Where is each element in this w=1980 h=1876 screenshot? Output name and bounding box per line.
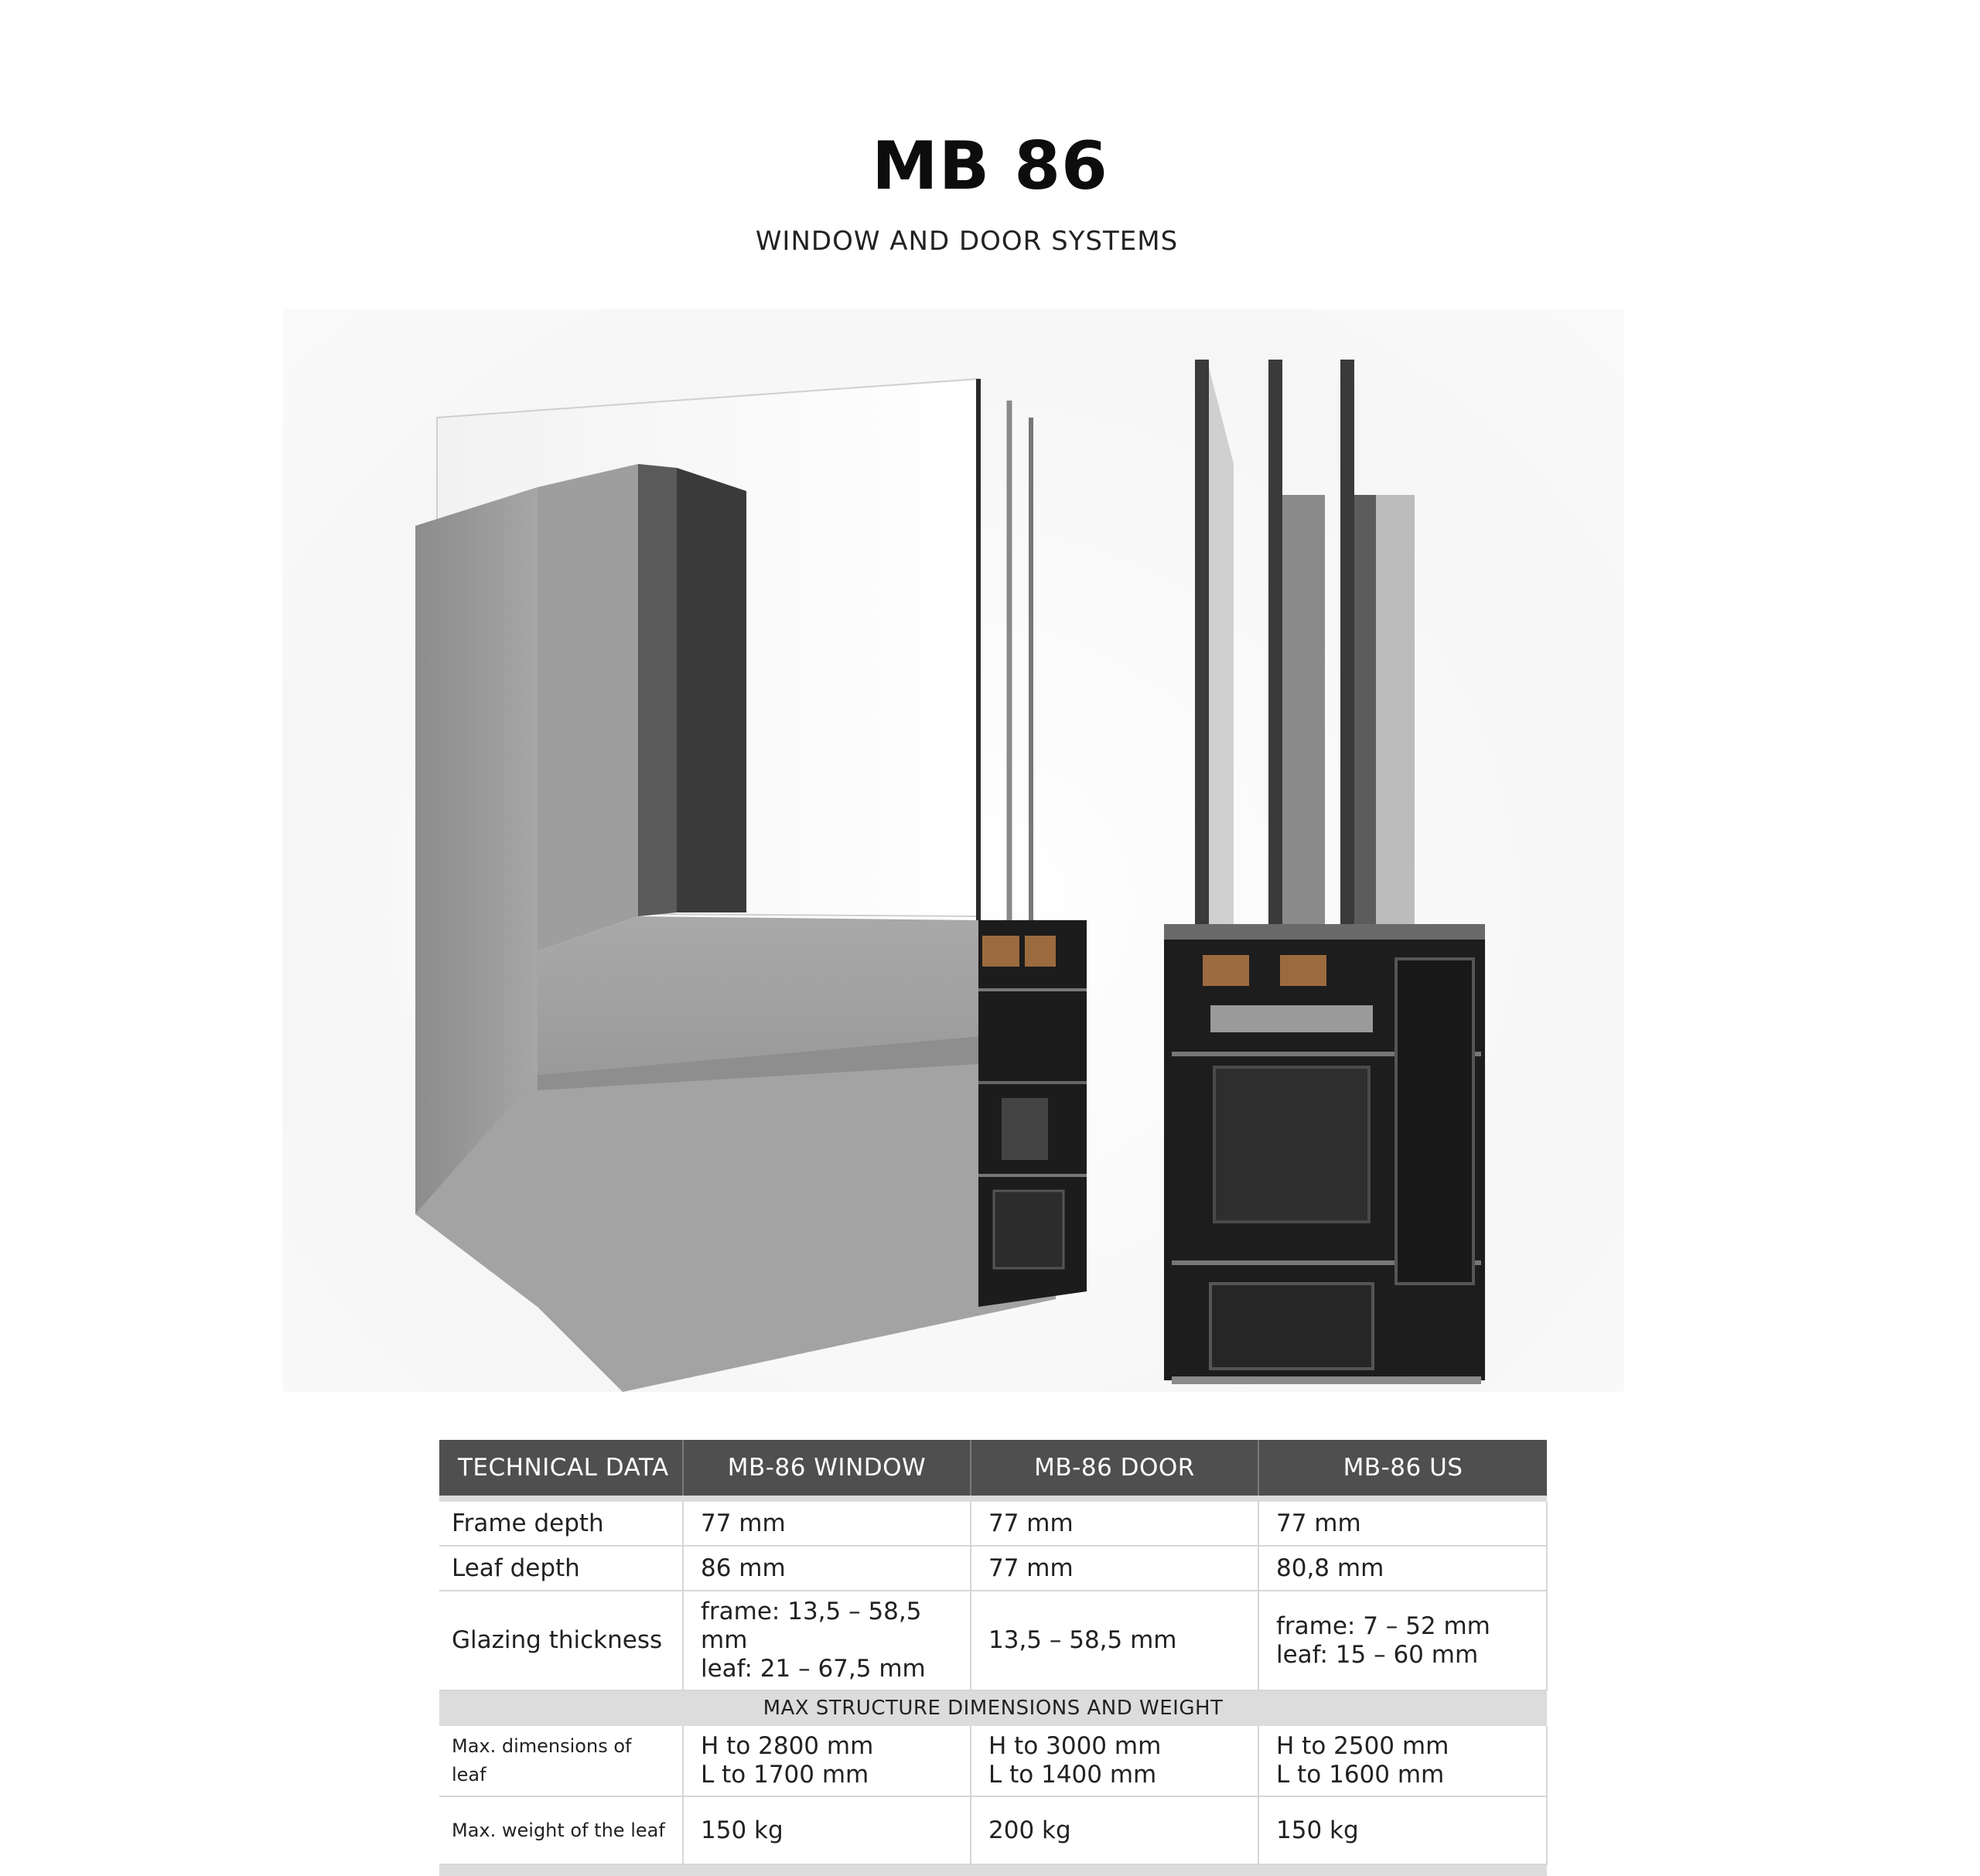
cell-us: 80,8 mm <box>1258 1546 1548 1591</box>
cell-door: H to 3000 mm L to 1400 mm <box>971 1726 1259 1797</box>
section-title: MAX STRUCTURE DIMENSIONS AND WEIGHT <box>439 1690 1547 1726</box>
cell-window: 150 kg <box>683 1796 971 1865</box>
header-technical-data: TECHNICAL DATA <box>439 1440 684 1496</box>
cell-us: 150 kg <box>1258 1796 1548 1865</box>
cell-line: leaf: 15 – 60 mm <box>1276 1640 1479 1669</box>
cell-window: 86 mm <box>683 1546 971 1591</box>
cell-door: 77 mm <box>971 1502 1259 1547</box>
technical-data-table: TECHNICAL DATA MB-86 WINDOW MB-86 DOOR M… <box>439 1440 1548 1876</box>
cell-door: 200 kg <box>971 1796 1259 1865</box>
table-row: Glazing thickness frame: 13,5 – 58,5 mm … <box>439 1591 1548 1691</box>
cell-line: H to 2800 mm <box>701 1732 874 1760</box>
row-label: Max. weight of the leaf <box>439 1796 684 1865</box>
page-subtitle: WINDOW AND DOOR SYSTEMS <box>755 226 1179 257</box>
window-corner-render <box>415 377 1087 1392</box>
header-mb86-window: MB-86 WINDOW <box>683 1440 971 1496</box>
table-row: Leaf depth 86 mm 77 mm 80,8 mm <box>439 1546 1548 1591</box>
header-mb86-us: MB-86 US <box>1258 1440 1547 1496</box>
row-label: Frame depth <box>439 1502 684 1547</box>
cell-line: L to 1400 mm <box>988 1761 1157 1789</box>
cell-line: frame: 13,5 – 58,5 mm <box>701 1598 922 1654</box>
cell-window: H to 2800 mm L to 1700 mm <box>683 1726 971 1797</box>
section-row: MAX STRUCTURE DIMENSIONS AND WEIGHT <box>439 1690 1547 1726</box>
table-row: Max. weight of the leaf 150 kg 200 kg 15… <box>439 1796 1548 1865</box>
cell-door: 13,5 – 58,5 mm <box>971 1591 1259 1691</box>
table-row: Frame depth 77 mm 77 mm 77 mm <box>439 1502 1548 1547</box>
row-label: Leaf depth <box>439 1546 684 1591</box>
cell-line: leaf: 21 – 67,5 mm <box>701 1655 926 1683</box>
cell-line: L to 1600 mm <box>1276 1761 1445 1789</box>
row-label: Glazing thickness <box>439 1591 684 1691</box>
cell-window: 77 mm <box>683 1502 971 1547</box>
cell-line: H to 2500 mm <box>1276 1732 1449 1760</box>
product-render-illustration <box>415 360 1485 1392</box>
cell-us: 77 mm <box>1258 1502 1548 1547</box>
cross-section-render <box>1164 360 1485 1384</box>
cell-door: 77 mm <box>971 1546 1259 1591</box>
page-title: MB 86 <box>872 128 1108 205</box>
row-label: Max. dimensions of leaf <box>439 1726 684 1797</box>
cell-us: frame: 7 – 52 mm leaf: 15 – 60 mm <box>1258 1591 1548 1691</box>
table-row: Max. dimensions of leaf H to 2800 mm L t… <box>439 1726 1548 1797</box>
header-mb86-door: MB-86 DOOR <box>971 1440 1259 1496</box>
cell-line: L to 1700 mm <box>701 1761 869 1789</box>
cell-window: frame: 13,5 – 58,5 mm leaf: 21 – 67,5 mm <box>683 1591 971 1691</box>
cell-us: H to 2500 mm L to 1600 mm <box>1258 1726 1548 1797</box>
cell-line: H to 3000 mm <box>988 1732 1162 1760</box>
product-hero <box>282 309 1624 1392</box>
cell-line: frame: 7 – 52 mm <box>1276 1612 1490 1640</box>
